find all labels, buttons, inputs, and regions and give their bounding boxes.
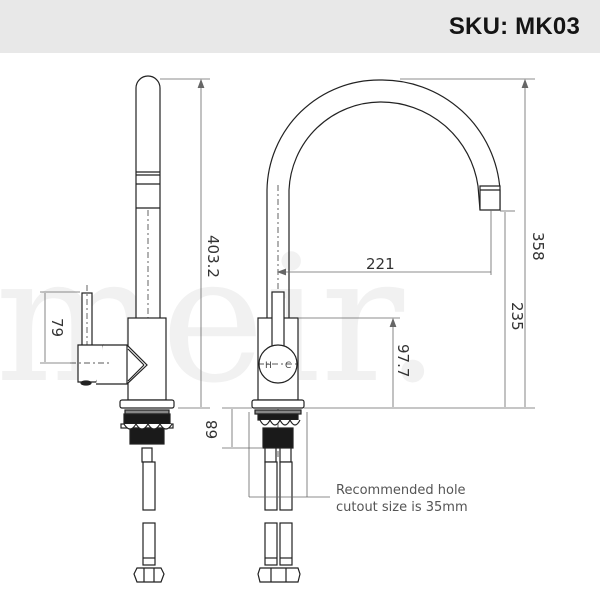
note-line-1: Recommended hole — [336, 483, 466, 498]
sku-label: SKU: MK03 — [448, 13, 580, 40]
front-view-dimensions — [222, 78, 535, 498]
header-bar: SKU: MK03 — [0, 0, 600, 53]
dim-spout-reach: 221 — [366, 255, 395, 273]
side-view — [70, 75, 175, 583]
cold-label: C — [285, 361, 291, 371]
front-view — [251, 79, 501, 583]
dim-overall-height-front: 358 — [529, 232, 547, 261]
note-line-2: cutout size is 35mm — [336, 500, 468, 515]
dim-overall-height-side: 403.2 — [204, 235, 222, 278]
dim-under-bench-depth: 68 — [203, 420, 221, 439]
dim-spout-outlet-height: 235 — [508, 302, 526, 331]
side-view-dimensions — [40, 78, 210, 409]
hot-label: H — [265, 361, 272, 371]
dim-handle-height: 79 — [48, 318, 66, 337]
watermark: meir. — [0, 219, 441, 422]
dim-body-height: 97.7 — [394, 344, 412, 377]
